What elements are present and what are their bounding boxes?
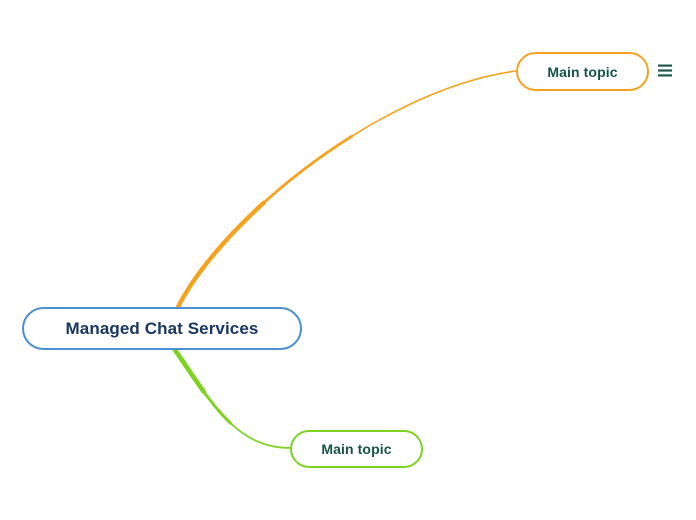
root-topic-label: Managed Chat Services	[65, 318, 259, 338]
branch-topic-label: Main topic	[547, 63, 618, 80]
branch-curve-top-right-line	[177, 70, 517, 308]
hamburger-menu-glyph	[658, 64, 672, 77]
branch-curve-bottom-line	[174, 349, 291, 449]
branch-curve-top-right	[175, 68, 519, 310]
hamburger-menu-icon[interactable]	[657, 63, 673, 78]
branch-topic-node-bottom[interactable]: Main topic	[290, 430, 423, 468]
branch-curve-top-right-taper-mid	[176, 69, 518, 309]
branch-curve-bottom-taper-mid	[173, 348, 292, 450]
branch-curve-top-right-taper-thick	[175, 68, 519, 310]
branch-topic-node-top-right[interactable]: Main topic	[516, 52, 649, 91]
root-topic-node[interactable]: Managed Chat Services	[22, 307, 302, 350]
branch-topic-label: Main topic	[321, 441, 392, 457]
branch-curve-bottom	[172, 347, 293, 451]
branch-curve-bottom-taper-thick	[172, 347, 293, 451]
